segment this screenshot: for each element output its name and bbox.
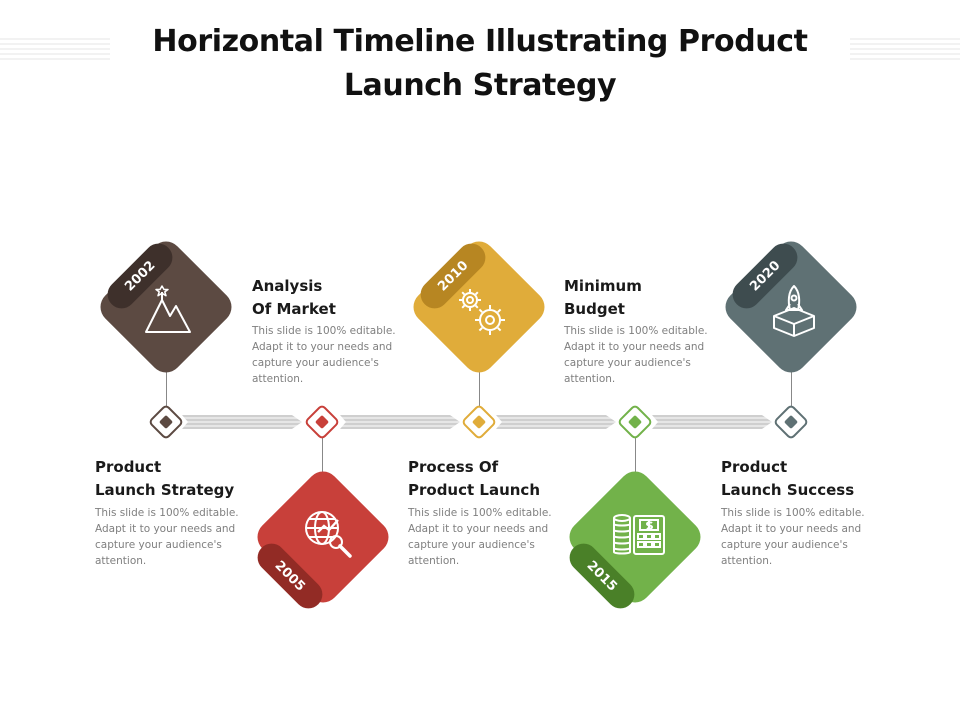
- label-line: Product: [721, 458, 788, 476]
- connector-line: [479, 370, 480, 410]
- step-label-analysis: Analysis Of Market: [252, 275, 402, 321]
- label-line: Launch Strategy: [95, 481, 235, 499]
- gears-icon: [452, 282, 512, 342]
- decorative-lines-left: [0, 38, 110, 60]
- step-label-budget: Minimum Budget: [564, 275, 714, 321]
- timeline-node: [616, 403, 654, 441]
- step-label-process: Process Of Product Launch: [408, 456, 558, 502]
- label-line: Budget: [564, 300, 625, 318]
- slide-title: Horizontal Timeline Illustrating Product…: [152, 24, 808, 103]
- step-description: This slide is 100% editable. Adapt it to…: [95, 507, 239, 567]
- money-calculator-icon: [610, 505, 670, 565]
- connector-line: [791, 370, 792, 410]
- timeline-node: [303, 403, 341, 441]
- label-line: Product: [95, 458, 162, 476]
- timeline-node: [460, 403, 498, 441]
- step-label-product-launch-strategy: Product Launch Strategy: [95, 456, 245, 502]
- timeline-arrow: [652, 415, 772, 429]
- label-line: Process Of: [408, 458, 499, 476]
- connector-line: [166, 370, 167, 410]
- label-line: Of Market: [252, 300, 336, 318]
- decorative-lines-right: [850, 38, 960, 60]
- step-description: This slide is 100% editable. Adapt it to…: [252, 325, 396, 385]
- globe-analytics-icon: [296, 502, 356, 562]
- label-line: Analysis: [252, 277, 323, 295]
- step-label-launch-success: Product Launch Success: [721, 456, 871, 502]
- rocket-box-icon: [764, 280, 824, 340]
- label-line: Minimum: [564, 277, 642, 295]
- timeline-node: [147, 403, 185, 441]
- mountain-peak-icon: [138, 280, 198, 340]
- timeline-arrow: [340, 415, 460, 429]
- step-description: This slide is 100% editable. Adapt it to…: [721, 507, 865, 567]
- timeline-node: [772, 403, 810, 441]
- label-line: Product Launch: [408, 481, 541, 499]
- step-description: This slide is 100% editable. Adapt it to…: [408, 507, 552, 567]
- timeline-arrow: [496, 415, 616, 429]
- step-description: This slide is 100% editable. Adapt it to…: [564, 325, 708, 385]
- timeline-arrow: [182, 415, 302, 429]
- label-line: Launch Success: [721, 481, 855, 499]
- connector-line: [322, 434, 323, 474]
- connector-line: [635, 434, 636, 474]
